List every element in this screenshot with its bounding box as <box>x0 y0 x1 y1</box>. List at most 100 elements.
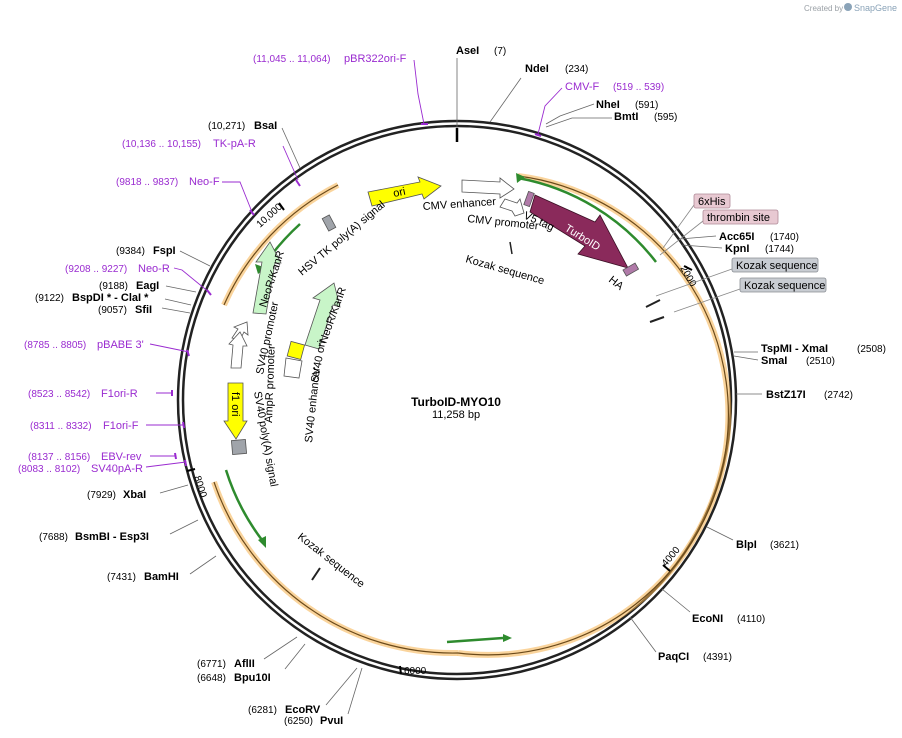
kozak-box-label-2: Kozak sequence <box>744 280 825 292</box>
primer-name: EBV-rev <box>101 451 142 463</box>
primer-leader-lines <box>145 59 563 468</box>
site-pos: (10,271) <box>208 121 245 132</box>
green-arc-bottom <box>446 636 504 644</box>
site-pos: (1740) <box>770 232 799 243</box>
primer-name: F1ori-F <box>103 420 139 432</box>
site-name: BlpI <box>736 539 757 551</box>
site-pos: (4391) <box>703 652 732 663</box>
site-name: BmtI <box>614 111 638 123</box>
site-pos: (2508) <box>857 344 886 355</box>
f1-ori-feature <box>223 382 248 440</box>
green-arrowhead-2 <box>503 634 512 642</box>
site-pos: (1744) <box>765 244 794 255</box>
primer-range: (8137 .. 8156) <box>28 452 90 463</box>
snapgene-brand: SnapGene <box>854 3 897 13</box>
site-name: BamHI <box>144 571 179 583</box>
kozak-label-bottom: Kozak sequence <box>295 531 366 591</box>
site-pos: (3621) <box>770 540 799 551</box>
orf-arcs <box>211 173 732 658</box>
site-name: BstZ17I <box>766 389 806 401</box>
sv40-enhancer-feature <box>283 357 303 379</box>
tick-mark-8000 <box>186 468 196 472</box>
primer-name: F1ori-R <box>101 388 138 400</box>
primer-range: (11,045 .. 11,064) <box>253 54 330 65</box>
site-name: BsmBI - Esp3I <box>75 531 149 543</box>
sv40-polya-feature <box>230 438 248 456</box>
ampr-promoter-feature <box>228 331 248 369</box>
site-name: Acc65I <box>719 231 754 243</box>
primer-labels: (11,045 .. 11,064) pBR322ori-F (519 .. 5… <box>18 53 664 475</box>
site-name: Bpu10I <box>234 672 271 684</box>
thrombin-site-label: thrombin site <box>707 212 770 224</box>
boxed-labels: 6xHis thrombin site Kozak sequence Kozak… <box>655 193 827 313</box>
kozak-mark-1 <box>645 299 661 308</box>
green-arc-bottom-left <box>224 469 263 541</box>
site-pos: (9188) <box>99 281 128 292</box>
site-pos: (9122) <box>35 293 64 304</box>
site-name: AseI <box>456 45 479 57</box>
site-pos: (6281) <box>248 705 277 716</box>
green-orf-arcs <box>224 173 657 644</box>
primer-name: pBR322ori-F <box>344 53 407 65</box>
ha-feature <box>622 262 640 277</box>
created-by-label: Created by <box>804 4 843 13</box>
kozak-mark-2 <box>649 316 665 323</box>
restriction-site-labels: AseI (7) NdeI (234) NheI (591) BmtI (595… <box>35 45 886 727</box>
ha-label: HA <box>606 274 626 293</box>
primer-marks <box>171 123 542 467</box>
kozak-box-1 <box>731 257 819 273</box>
orf-arc-bottom <box>213 481 459 654</box>
primer-name: pBABE 3' <box>97 339 144 351</box>
site-name: EcoNI <box>692 613 723 625</box>
primer-range: (9208 .. 9227) <box>65 264 127 275</box>
site-name: SmaI <box>761 355 787 367</box>
site-name: PvuI <box>320 715 343 727</box>
primer-range: (519 .. 539) <box>613 82 664 93</box>
tick-6000: 6000 <box>404 666 427 677</box>
site-name: SfiI <box>135 304 152 316</box>
tick-mark-4000 <box>662 564 671 572</box>
kozak-box-2 <box>739 277 827 293</box>
site-pos: (6648) <box>197 673 226 684</box>
site-pos: (9384) <box>116 246 145 257</box>
feature-labels: CMV enhancer CMV promoter V5 tag HA Koza… <box>251 196 626 591</box>
turboid-feature <box>529 194 629 269</box>
sv40-enhancer-label: SV40 enhancer <box>303 366 323 443</box>
site-pos: (7688) <box>39 532 68 543</box>
primer-range: (8311 .. 8332) <box>30 421 92 432</box>
primer-range: (8523 .. 8542) <box>28 389 90 400</box>
site-pos: (2742) <box>824 390 853 401</box>
hsv-tk-label: HSV TK poly(A) signal <box>296 199 387 278</box>
kozak-label-top: Kozak sequence <box>464 253 546 287</box>
site-name: XbaI <box>123 489 146 501</box>
ori-feature <box>367 176 442 207</box>
primer-name: Neo-F <box>189 176 220 188</box>
site-name: NdeI <box>525 63 549 75</box>
site-name: EagI <box>136 280 159 292</box>
his-tag-box <box>693 193 731 209</box>
green-arc-top-right <box>517 176 657 263</box>
site-name: NheI <box>596 99 620 111</box>
snapgene-logo-icon <box>844 3 852 11</box>
site-pos: (591) <box>635 100 658 111</box>
cmv-enhancer-feature <box>461 177 515 199</box>
his-tag-label: 6xHis <box>698 196 726 208</box>
green-arrowhead-1 <box>516 173 525 183</box>
sv40-ori-feature <box>286 340 306 361</box>
v5-tag-feature <box>523 190 535 208</box>
primer-name: CMV-F <box>565 81 600 93</box>
site-pos: (7929) <box>87 490 116 501</box>
neo-feature-2 <box>304 282 341 350</box>
tick-2000: 2000 <box>677 264 698 289</box>
orf-arc-right <box>457 175 729 656</box>
kozak-mark-top <box>509 241 513 255</box>
site-name: BsaI <box>254 120 277 132</box>
site-name: BspDI * - ClaI * <box>72 292 149 304</box>
neo-feature-1 <box>252 241 282 315</box>
green-arrowhead-3 <box>258 536 266 548</box>
site-pos: (6771) <box>197 659 226 670</box>
cmv-promoter-feature <box>499 198 525 217</box>
tick-mark-6000 <box>399 665 402 675</box>
site-leader-lines <box>159 58 762 715</box>
